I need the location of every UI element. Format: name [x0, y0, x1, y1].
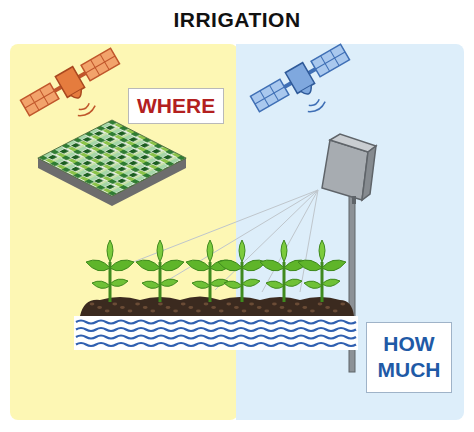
- soil-speck: [112, 303, 117, 306]
- soil-speck: [143, 306, 148, 309]
- soil-speck: [325, 306, 330, 309]
- soil-speck: [226, 303, 231, 306]
- soil-speck: [105, 310, 110, 313]
- soil-speck: [97, 306, 102, 309]
- soil-speck: [340, 303, 345, 306]
- soil-speck: [181, 303, 186, 306]
- soil-speck: [158, 303, 163, 306]
- wave-line: [76, 343, 356, 346]
- wave-line: [76, 321, 356, 324]
- node-text: WHERE: [137, 93, 215, 119]
- soil-speck: [272, 303, 277, 306]
- soil-speck: [264, 310, 269, 313]
- soil-speck: [173, 310, 178, 313]
- plant: [218, 240, 266, 302]
- water-waves: [74, 316, 358, 350]
- soil-speck: [333, 310, 338, 313]
- soil-speck: [188, 306, 193, 309]
- wave-line: [76, 336, 356, 339]
- field-map: [38, 120, 186, 206]
- soil-speck: [219, 310, 224, 313]
- soil-speck: [234, 306, 239, 309]
- soil-speck: [249, 303, 254, 306]
- soil-speck: [257, 306, 262, 309]
- soil-speck: [310, 310, 315, 313]
- soil-speck: [120, 306, 125, 309]
- wave-line: [76, 328, 356, 331]
- soil-speck: [280, 306, 285, 309]
- sensor-head: [322, 134, 376, 204]
- soil-speck: [150, 310, 155, 313]
- soil-speck: [242, 310, 247, 313]
- where-label-box: WHERE: [128, 88, 224, 124]
- plant: [136, 240, 184, 302]
- diagram-title: IRRIGATION: [0, 8, 474, 32]
- plant: [86, 240, 134, 302]
- where-panel: [10, 44, 238, 420]
- soil-speck: [196, 310, 201, 313]
- how-much-panel: [236, 44, 464, 420]
- soil-speck: [135, 303, 140, 306]
- blue-satellite: [249, 42, 363, 136]
- soil-speck: [166, 306, 171, 309]
- soil-speck: [90, 303, 95, 306]
- soil-speck: [211, 306, 216, 309]
- soil-speck: [287, 310, 292, 313]
- plant: [298, 240, 346, 302]
- soil-speck: [295, 303, 300, 306]
- plant: [260, 240, 308, 302]
- soil-speck: [302, 306, 307, 309]
- sensor-beams: [118, 190, 318, 292]
- soil-speck: [128, 310, 133, 313]
- node-text: HOW MUCH: [373, 331, 445, 384]
- soil: [80, 297, 354, 317]
- plants: [86, 240, 346, 302]
- plant: [186, 240, 234, 302]
- soil-speck: [318, 303, 323, 306]
- how-much-label-box: HOW MUCH: [366, 322, 452, 393]
- soil-speck: [204, 303, 209, 306]
